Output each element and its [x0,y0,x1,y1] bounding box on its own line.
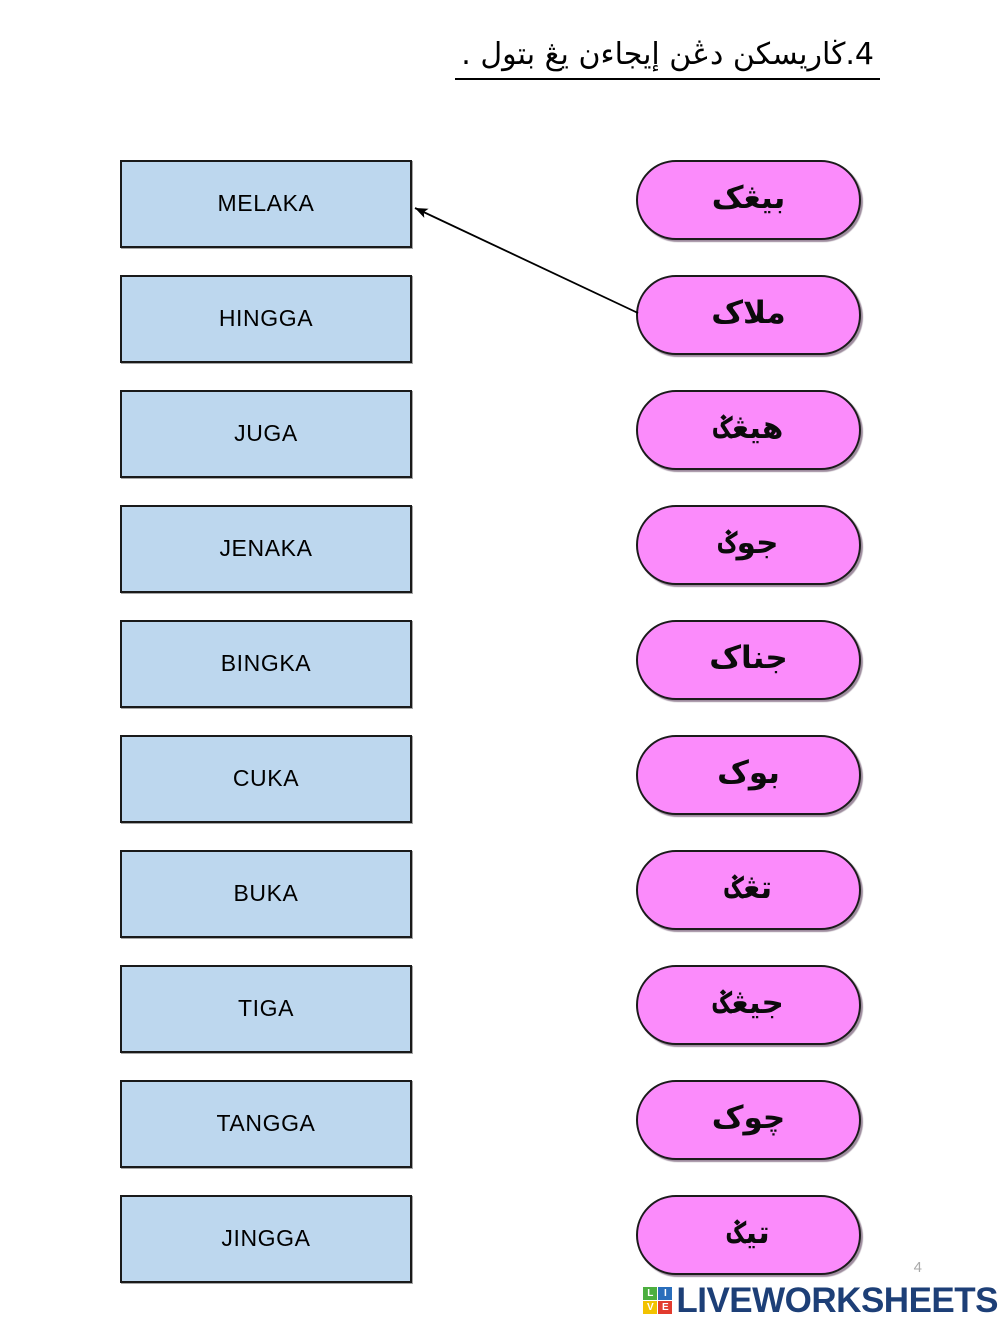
jawi-pill-label: ملاک [711,294,786,331]
badge-letter-i: I [658,1287,673,1300]
word-box-hingga[interactable]: HINGGA [120,275,412,363]
page-number: 4 [913,1259,922,1276]
jawi-pill-label: جيڠݢ [713,984,784,1021]
word-box-label: JINGGA [221,1224,311,1251]
word-box-label: JENAKA [219,534,313,561]
jawi-pill-cuka[interactable]: چوک [636,1080,861,1160]
jawi-pill-tangga[interactable]: تڠݢ [636,850,861,930]
jawi-pill-label: بوک [717,754,780,791]
rumi-word-column: MELAKA HINGGA JUGA JENAKA BINGKA CUKA BU… [120,160,412,1310]
word-box-label: BUKA [233,879,299,906]
word-box-label: TIGA [237,994,295,1021]
word-box-label: HINGGA [218,304,314,331]
jawi-pill-label: هيڠݢ [713,409,784,446]
word-box-tiga[interactable]: TIGA [120,965,412,1053]
word-box-tangga[interactable]: TANGGA [120,1080,412,1168]
word-box-buka[interactable]: BUKA [120,850,412,938]
word-box-bingka[interactable]: BINGKA [120,620,412,708]
jawi-pill-tiga[interactable]: تيݢ [636,1195,861,1275]
jawi-pill-jenaka[interactable]: جناک [636,620,861,700]
connector-line-melaka[interactable] [414,207,639,314]
liveworksheets-wordmark: LIVEWORKSHEETS [676,1281,998,1320]
jawi-pill-label: بيڠک [711,179,786,216]
word-box-juga[interactable]: JUGA [120,390,412,478]
jawi-pill-label: جوݢ [718,524,779,561]
word-box-label: MELAKA [217,189,315,216]
jawi-pill-label: تڠݢ [724,869,773,906]
jawi-pill-melaka[interactable]: ملاک [636,275,861,355]
jawi-pill-juga[interactable]: جوݢ [636,505,861,585]
jawi-pill-label: چوک [711,1099,786,1136]
word-box-jenaka[interactable]: JENAKA [120,505,412,593]
word-box-label: CUKA [232,764,300,791]
liveworksheets-logo: L I V E LIVEWORKSHEETS [643,1283,998,1318]
badge-letter-l: L [643,1287,658,1300]
jawi-pill-bingka[interactable]: بيڠک [636,160,861,240]
instruction-text: 4.ڬاريسكن دڠن إيجاءن يڠ بتول . [455,36,880,80]
jawi-pill-label: جناک [709,639,788,676]
jawi-pill-buka[interactable]: بوک [636,735,861,815]
word-box-melaka[interactable]: MELAKA [120,160,412,248]
jawi-pill-hingga[interactable]: هيڠݢ [636,390,861,470]
badge-letter-v: V [643,1301,658,1314]
word-box-label: JUGA [234,419,298,446]
word-box-label: TANGGA [216,1109,316,1136]
badge-letter-e: E [658,1301,673,1314]
word-box-jingga[interactable]: JINGGA [120,1195,412,1283]
instruction-heading: 4.ڬاريسكن دڠن إيجاءن يڠ بتول . [0,36,880,80]
word-box-cuka[interactable]: CUKA [120,735,412,823]
word-box-label: BINGKA [220,649,312,676]
jawi-word-column: بيڠک ملاک هيڠݢ جوݢ جناک بوک تڠݢ جيڠݢ چوک… [636,160,861,1310]
jawi-pill-label: تيݢ [727,1214,770,1251]
jawi-pill-jingga[interactable]: جيڠݢ [636,965,861,1045]
liveworksheets-badge-icon: L I V E [643,1287,673,1314]
